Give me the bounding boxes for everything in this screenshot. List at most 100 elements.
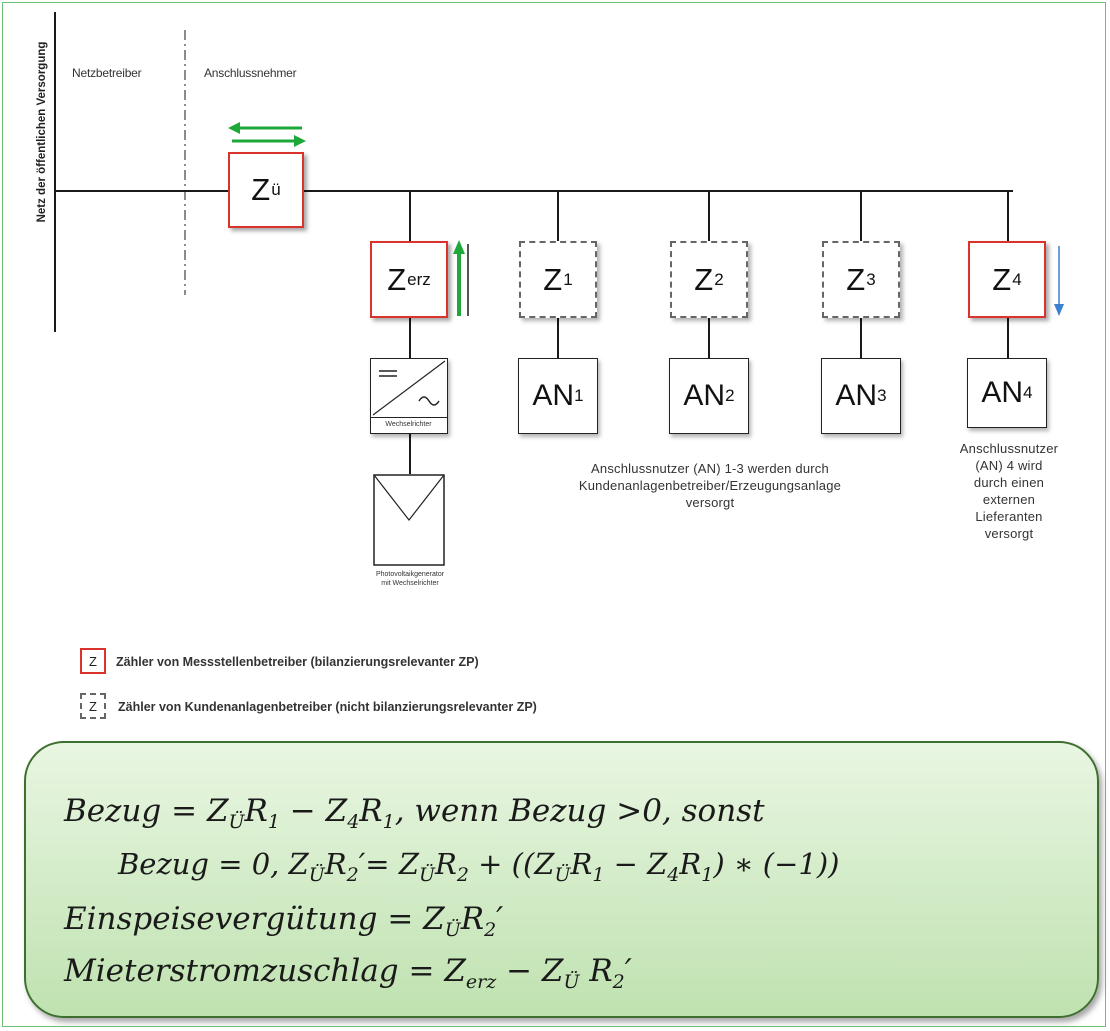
f1-e: , wenn Bezug >0, sonst (394, 793, 765, 829)
inverter: Wechselrichter (370, 358, 448, 434)
f2-i: ) ∗ (−1)) (713, 847, 840, 881)
note-an1-3: Anschlussnutzer (AN) 1-3 werden durch Ku… (500, 460, 920, 511)
note-an4: Anschlussnutzer (AN) 4 wird durch einen … (934, 440, 1084, 542)
an2-base: AN (683, 379, 726, 412)
an3-sub: 3 (877, 386, 887, 405)
f3-b-sub: 2 (484, 919, 497, 942)
legend-dashed-text: Zähler von Kundenanlagenbetreiber (nicht… (118, 700, 537, 714)
an4-sub: 4 (1023, 383, 1033, 402)
f2-g: − Z (604, 847, 668, 881)
legend-dashed-symbol-text: Z (89, 698, 97, 714)
drop-z3-top (860, 190, 862, 241)
pv-label-2: mit Wechselrichter (381, 580, 439, 587)
note-an13-line1: Anschlussnutzer (AN) 1-3 werden durch (591, 461, 829, 476)
f2-h-sub: 1 (701, 863, 714, 886)
drop-z2-bottom (708, 318, 710, 358)
f4-d: ′ (624, 953, 632, 989)
drop-z4-bottom (1007, 318, 1009, 358)
formula-line1: Bezug = ZÜR1 − Z4R1, wenn Bezug >0, sons… (64, 793, 765, 833)
an1-sub: 1 (574, 386, 584, 405)
f4-b: − Z (496, 953, 564, 989)
meter-z1-sub: 1 (563, 269, 573, 289)
public-grid-line (54, 12, 56, 332)
legend-dashed-symbol: Z (80, 693, 106, 719)
note-an4-line6: versorgt (984, 526, 1034, 541)
f4-c-sub: 2 (612, 971, 625, 994)
f2-e: + ((Z (468, 847, 555, 881)
note-an4-line1: Anschlussnutzer (959, 441, 1059, 456)
f2-b: R (324, 847, 347, 881)
f1-c: − Z (279, 793, 348, 829)
meter-zu-base: Z (251, 172, 271, 207)
pv-label-1: Photovoltaikgenerator (375, 571, 445, 578)
f1-a-sub: Ü (228, 811, 245, 834)
meter-z2-base: Z (694, 261, 714, 297)
drop-zerz-top (409, 190, 411, 241)
f4-b-sub: Ü (563, 971, 580, 994)
drop-z4-top (1007, 190, 1009, 241)
f1-b-sub: 1 (267, 811, 280, 834)
drop-z2-top (708, 190, 710, 241)
f2-a-sub: Ü (308, 863, 325, 886)
main-bus-line (55, 190, 1013, 192)
bidirectional-arrows-icon (228, 122, 306, 147)
meter-z4-base: Z (992, 261, 1012, 297)
note-an4-line4: externen (982, 492, 1036, 507)
f2-a: Bezug = 0, Z (118, 847, 309, 881)
f2-g-sub: 4 (667, 863, 680, 886)
an4-base: AN (981, 376, 1024, 409)
legend-solid-symbol: Z (80, 648, 106, 674)
f2-f: R (570, 847, 593, 881)
drop-z3-bottom (860, 318, 862, 358)
f1-b: R (244, 793, 268, 829)
f3-b: R (460, 901, 485, 937)
f2-h: R (679, 847, 702, 881)
drop-z1-top (557, 190, 559, 241)
f4-c: R (579, 953, 613, 989)
legend-solid-symbol-text: Z (89, 653, 97, 669)
note-an4-line3: durch einen (973, 475, 1045, 490)
an3-base: AN (835, 379, 878, 412)
f4-a-sub: erz (465, 971, 497, 994)
f2-c-sub: Ü (418, 863, 435, 886)
note-an4-line2: (AN) 4 wird (975, 458, 1043, 473)
supply-arrow-icon (1054, 246, 1064, 316)
legend-solid-text: Zähler von Messstellenbetreiber (bilanzi… (116, 655, 479, 669)
drop-inverter-pv (409, 434, 411, 474)
an2-sub: 2 (725, 386, 735, 405)
pv-panel-icon (373, 474, 445, 566)
drop-zerz-bottom (409, 318, 411, 358)
meter-z2-sub: 2 (714, 269, 724, 289)
meter-zerz-base: Z (387, 261, 407, 297)
f2-f-sub: 1 (592, 863, 605, 886)
f1-c-sub: 4 (347, 811, 360, 834)
drop-z1-bottom (557, 318, 559, 358)
meter-z1-base: Z (543, 261, 563, 297)
f3-a-sub: Ü (444, 919, 461, 942)
meter-z3-base: Z (846, 261, 866, 297)
meter-z3-sub: 3 (866, 269, 876, 289)
f2-d: R (435, 847, 457, 881)
inverter-divider (371, 417, 447, 418)
f3-a: Einspeisevergütung = Z (64, 901, 445, 937)
meter-z4-sub: 4 (1012, 269, 1022, 289)
formula-box: Bezug = ZÜR1 − Z4R1, wenn Bezug >0, sons… (24, 741, 1099, 1018)
f2-e-sub: Ü (554, 863, 571, 886)
inverter-icon (372, 360, 446, 416)
formula-line3: Einspeisevergütung = ZÜR2′ (64, 901, 503, 941)
f3-c: ′ (496, 901, 504, 937)
f1-d: R (359, 793, 383, 829)
formula-line2: Bezug = 0, ZÜR2′= ZÜR2 + ((ZÜR1 − Z4R1) … (118, 847, 839, 886)
feed-in-arrow-icon (453, 240, 469, 316)
f2-c: ′= Z (358, 847, 419, 881)
netzbetreiber-label: Netzbetreiber (72, 66, 142, 80)
